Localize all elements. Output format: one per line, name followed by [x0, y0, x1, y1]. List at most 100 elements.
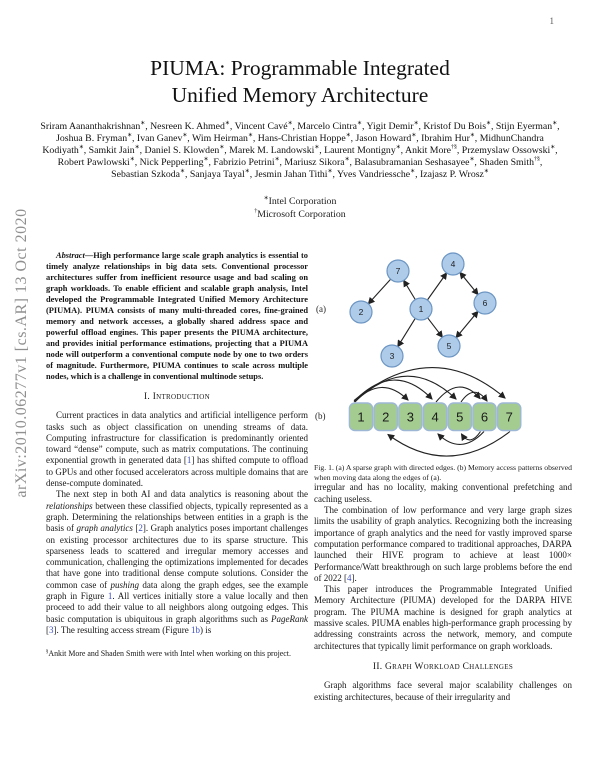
text-segment: †§: [451, 144, 457, 151]
figure-1: (a): [314, 250, 572, 482]
text-segment: ∗: [486, 120, 491, 127]
author-footnote: §Ankit More and Shaden Smith were with I…: [46, 649, 308, 659]
text-segment: pushing: [110, 579, 140, 590]
text-segment: Microsoft Corporation: [257, 208, 346, 220]
text-segment: ]. Graph analytics poses important chall…: [46, 523, 309, 590]
text-segment: ∗: [180, 168, 185, 175]
graph-node-circle: [349, 300, 373, 324]
memory-box-label: 7: [506, 410, 513, 425]
memory-box-label: 6: [481, 410, 488, 425]
text-segment: ∗: [140, 120, 146, 127]
text-segment: ∗: [182, 132, 188, 139]
graph-node-label: 3: [390, 351, 395, 361]
text-segment: ∗: [263, 195, 269, 202]
citation-link[interactable]: 1: [107, 591, 113, 602]
text-segment: , Nesreen K. Ahmed: [145, 121, 225, 132]
graph-node-label: 1: [419, 304, 424, 314]
text-segment: ∗: [550, 144, 556, 151]
graph-nodes: [349, 252, 497, 368]
memory-box: [447, 402, 473, 432]
text-segment: ∗: [274, 156, 280, 163]
text-segment: data along the graph edges, see the exam…: [46, 579, 309, 602]
text-segment: [: [132, 523, 139, 534]
citation-link[interactable]: 2: [138, 523, 143, 534]
text-segment: , Przemyslaw Ossowski: [456, 145, 551, 156]
citation-link[interactable]: 1b: [191, 624, 201, 635]
graph-node-label: 4: [451, 259, 456, 269]
text-segment: ∗: [327, 168, 333, 175]
text-segment: , Robert Pawlowski: [57, 145, 558, 168]
access-arc-6-4: [437, 431, 485, 445]
access-arc-1-7: [353, 367, 506, 401]
text-segment: ∗: [129, 156, 135, 163]
paragraph-intro-1: Current practices in data analytics and …: [46, 410, 308, 489]
text-segment: ∗: [203, 156, 209, 163]
access-arc-6-5: [460, 431, 481, 442]
access-arc-7-2: [387, 431, 511, 457]
text-segment: , MidhunChandra Kodiyath: [42, 133, 544, 156]
text-segment: PageRank: [271, 613, 308, 624]
panel-a-label: (a): [316, 304, 326, 314]
graph-edges: [367, 271, 479, 348]
memory-box-label: 3: [407, 410, 414, 425]
text-segment: ∗: [219, 144, 225, 151]
access-arc-5-6: [460, 391, 488, 403]
text-segment: ] has shifted compute to offload to GPUs…: [46, 455, 309, 489]
text-segment: ].: [351, 572, 357, 583]
paragraph-right-3: This paper introduces the Programmable I…: [314, 584, 572, 651]
citation-link[interactable]: 3: [49, 624, 54, 635]
text-segment: , Stijn Eyerman: [490, 121, 553, 132]
graph-node-label: 7: [396, 266, 401, 276]
paragraph-right-4: Graph algorithms face several major scal…: [314, 680, 572, 702]
memory-box: [422, 402, 448, 432]
memory-boxes: [348, 402, 522, 432]
text-segment: ∗: [413, 120, 419, 127]
figure-1-graphic: (a): [315, 252, 522, 457]
text-segment: , Daniel S. Klowden: [139, 145, 220, 156]
text-segment: ) is: [200, 624, 212, 635]
citation-link[interactable]: 1: [186, 455, 192, 466]
paragraph-right-2: The combination of low performance and v…: [314, 505, 572, 584]
citation-link[interactable]: 4: [347, 572, 352, 583]
text-segment: —High performance large scale graph anal…: [46, 251, 308, 381]
text-segment: , Marcelo Cintra: [292, 121, 358, 132]
text-segment: relationships: [46, 500, 93, 511]
memory-access-arcs: [353, 367, 511, 457]
section-heading-challenges: II. Graph Workload Challenges: [372, 661, 514, 672]
graph-node-label: 6: [483, 298, 488, 308]
text-segment: , Ivan Ganev: [132, 133, 183, 144]
affiliation-microsoft: †Microsoft Corporation: [0, 208, 600, 222]
graph-node-circle: [409, 297, 433, 321]
text-segment: ]. The resulting access stream (Figure: [53, 624, 192, 635]
text-segment: between these classified objects, typica…: [46, 500, 308, 534]
text-segment: ∗: [314, 144, 320, 151]
memory-box: [398, 402, 423, 432]
paragraph-right-1: irregular and has no locality, making co…: [314, 482, 572, 504]
text-segment: , Marek M. Landowski: [224, 145, 315, 156]
graph-node-circle: [380, 344, 404, 368]
figure-1-caption: Fig. 1. (a) A sparse graph with directed…: [314, 463, 572, 482]
text-segment: , Jason Howard: [350, 133, 412, 144]
access-arc-1-5: [354, 375, 457, 403]
graph-node-circle: [441, 252, 465, 276]
memory-box-label: 2: [382, 410, 389, 425]
text-segment: , Nick Pepperling: [134, 157, 204, 168]
graph-edge-1-3: [397, 318, 416, 348]
memory-box: [496, 402, 522, 432]
text-segment: , Sanjaya Tayal: [184, 169, 245, 180]
access-arc-1-4: [353, 379, 433, 402]
text-segment: , Izajasz P. Wrosz: [415, 169, 484, 180]
right-column: (a): [314, 250, 572, 703]
text-segment: , Samkit Jain: [83, 145, 135, 156]
text-segment: , Joshua B. Fryman: [56, 121, 560, 144]
graph-edge-1-5: [427, 317, 444, 339]
paper-title-line1: PIUMA: Programmable Integrated: [150, 56, 450, 80]
text-segment: The next step in both AI and data analyt…: [56, 489, 308, 500]
graph-node-circle: [437, 334, 461, 358]
text-segment: ∗: [78, 144, 84, 151]
text-segment: †§: [534, 156, 540, 163]
affiliations: ∗Intel Corporation †Microsoft Corporatio…: [0, 196, 600, 221]
graph-node-labels: 7 4 2 1 6 3 5: [359, 259, 488, 361]
